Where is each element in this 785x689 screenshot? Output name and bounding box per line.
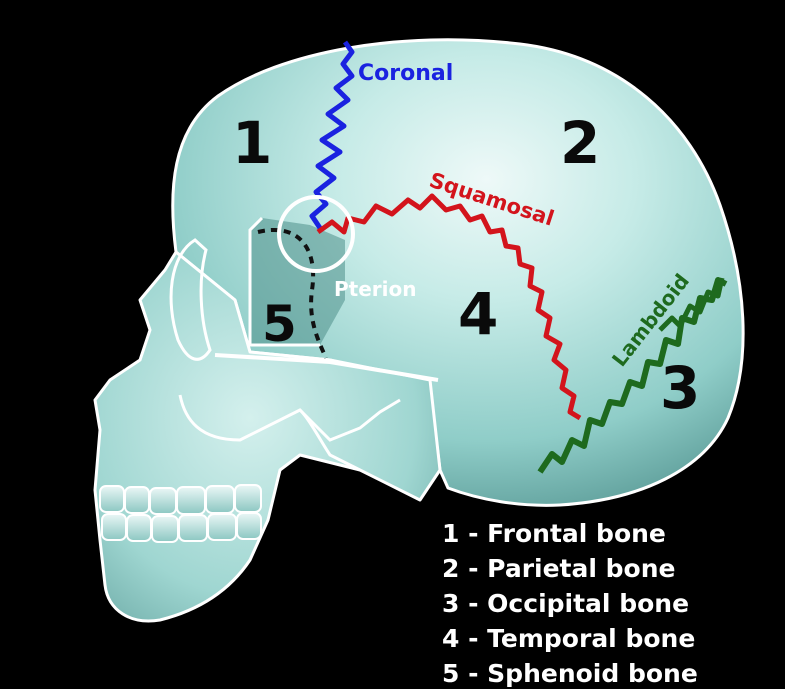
sphenoid-outline bbox=[248, 216, 320, 347]
legend-item-parietal: 2 - Parietal bone bbox=[442, 554, 676, 583]
lambdoid-suture-outer bbox=[658, 277, 725, 332]
squamosal-suture bbox=[316, 193, 582, 421]
legend-item-temporal: 4 - Temporal bone bbox=[442, 624, 696, 653]
cranium-outline bbox=[171, 38, 745, 507]
zygomatic-arch bbox=[214, 353, 439, 382]
region-number-3: 3 bbox=[660, 354, 700, 422]
mandible-ramus-line bbox=[298, 398, 401, 442]
legend-item-sphenoid: 5 - Sphenoid bone bbox=[442, 659, 698, 688]
coronal-label: Coronal bbox=[358, 61, 453, 86]
pterion-ring bbox=[277, 195, 355, 273]
lambdoid-suture bbox=[537, 277, 728, 474]
legend-item-frontal: 1 - Frontal bone bbox=[442, 519, 666, 548]
bone-legend: 1 - Frontal bone 2 - Parietal bone 3 - O… bbox=[442, 516, 698, 689]
sphenoid-region bbox=[250, 218, 345, 345]
mandible-line bbox=[178, 394, 361, 472]
sphenoid-dashed-line bbox=[257, 228, 328, 359]
region-number-5: 5 bbox=[262, 295, 297, 353]
teeth bbox=[99, 484, 262, 543]
region-number-4: 4 bbox=[458, 280, 498, 348]
legend-item-occipital: 3 - Occipital bone bbox=[442, 589, 690, 618]
orbit-outline bbox=[169, 238, 212, 361]
region-number-1: 1 bbox=[232, 109, 272, 177]
region-number-2: 2 bbox=[560, 109, 600, 177]
pterion-label: Pterion bbox=[334, 277, 416, 301]
